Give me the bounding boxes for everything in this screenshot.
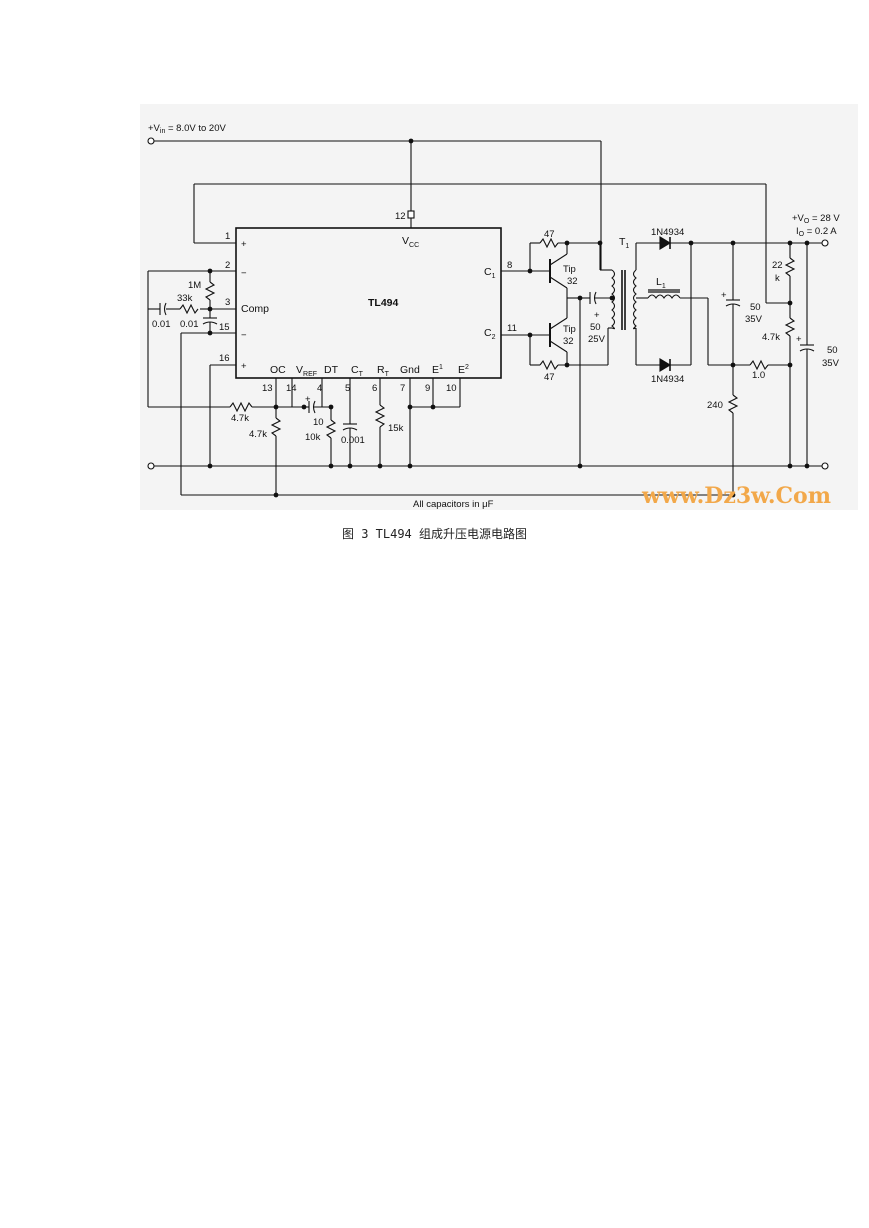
- pin-3-label: 3: [225, 297, 230, 308]
- pin-2-label: 2: [225, 260, 230, 271]
- pin-8-label: 8: [507, 260, 512, 271]
- ic-name: TL494: [368, 297, 399, 309]
- pin-15-label: 15: [219, 322, 230, 333]
- e1-label: E1: [432, 364, 443, 376]
- plus-50uf-mid: +: [721, 290, 727, 301]
- vref-label: VREF: [296, 364, 317, 378]
- rt-label: RT: [377, 364, 390, 378]
- pin-16-label: 16: [219, 353, 230, 364]
- r-47-bottom-label: 47: [544, 372, 555, 383]
- vo-label: +VO = 28 V: [792, 213, 840, 225]
- c-50-25v-label-1: 50: [590, 322, 601, 333]
- pin-14-label: 14: [286, 383, 297, 394]
- c-50-35v-out-label-1: 50: [827, 345, 838, 356]
- ct-label: CT: [351, 364, 364, 378]
- sign-pin-15: −: [241, 330, 247, 341]
- r-47-top-label: 47: [544, 229, 555, 240]
- pin-11-label: 11: [507, 323, 517, 334]
- pin-4-label: 4: [317, 383, 322, 394]
- r-22k-label-1: 22: [772, 260, 783, 271]
- r-33k-label: 33k: [177, 293, 193, 304]
- plus-50uf-out: +: [796, 334, 802, 345]
- sign-pin-2: −: [241, 268, 247, 279]
- r-10k-label: 10k: [305, 432, 321, 443]
- pin-9-label: 9: [425, 383, 430, 394]
- r-240-label: 240: [707, 400, 723, 411]
- c-50-35v-out-label-2: 35V: [822, 358, 840, 369]
- pin-5-label: 5: [345, 383, 350, 394]
- sign-pin-16: +: [241, 361, 247, 372]
- r-4-7k-horizontal-label: 4.7k: [231, 413, 249, 424]
- c-10-label: 10: [313, 417, 324, 428]
- r-15k-label: 15k: [388, 423, 404, 434]
- c-0-01-right-label: 0.01: [180, 319, 199, 330]
- vin-label: +Vin = 8.0V to 20V: [148, 123, 226, 135]
- diode-top-label: 1N4934: [651, 227, 684, 238]
- tip-bottom-label-1: Tip: [563, 324, 576, 335]
- r-1-0-label: 1.0: [752, 370, 765, 381]
- junction-dots: [207, 138, 810, 498]
- gnd-label: Gnd: [400, 364, 420, 376]
- pin-10-label: 10: [446, 383, 457, 394]
- vcc-label: VCC: [402, 235, 419, 249]
- c1-label: C1: [484, 266, 496, 280]
- tip-bottom-label-2: 32: [563, 336, 574, 347]
- comp-label: Comp: [241, 303, 269, 315]
- pin-7-label: 7: [400, 383, 405, 394]
- terminals: [147, 137, 829, 470]
- diode-bottom-label: 1N4934: [651, 374, 684, 385]
- tip-top-label-1: Tip: [563, 264, 576, 275]
- c-50-25v-label-2: 25V: [588, 334, 606, 345]
- r-22k-label-2: k: [775, 273, 780, 284]
- sign-pin-1: +: [241, 239, 247, 250]
- c2-label: C2: [484, 327, 496, 341]
- e2-label: E2: [458, 364, 469, 376]
- c-0-01-left-label: 0.01: [152, 319, 171, 330]
- schematic-panel: [140, 104, 858, 510]
- oc-label: OC: [270, 364, 286, 376]
- pin-13-label: 13: [262, 383, 273, 394]
- l1-label: L1: [656, 276, 666, 290]
- io-label: IO = 0.2 A: [796, 226, 837, 238]
- r-1m-label: 1M: [188, 280, 201, 291]
- r-4-7k-out-label: 4.7k: [762, 332, 780, 343]
- dt-label: DT: [324, 364, 339, 376]
- wiring: [147, 140, 822, 496]
- pin-1-label: 1: [225, 231, 230, 242]
- tip-top-label-2: 32: [567, 276, 578, 287]
- tl494-ic-body: [235, 227, 502, 379]
- c-50-35v-mid-label-2: 35V: [745, 314, 763, 325]
- c-50-35v-mid-label-1: 50: [750, 302, 761, 313]
- pin-6-label: 6: [372, 383, 377, 394]
- figure-caption: 图 3 TL494 组成升压电源电路图: [341, 527, 528, 541]
- r-4-7k-vertical-label: 4.7k: [249, 429, 267, 440]
- capacitor-units-note: All capacitors in μF: [413, 499, 494, 510]
- watermark: www.Dz3w.Com: [641, 483, 831, 509]
- plus-50uf-25v: +: [594, 310, 600, 321]
- c-0-001-label: 0.001: [341, 435, 365, 446]
- pin-12-label: 12: [395, 211, 406, 222]
- t1-label: T1: [619, 236, 629, 250]
- plus-10uf: +: [305, 394, 311, 405]
